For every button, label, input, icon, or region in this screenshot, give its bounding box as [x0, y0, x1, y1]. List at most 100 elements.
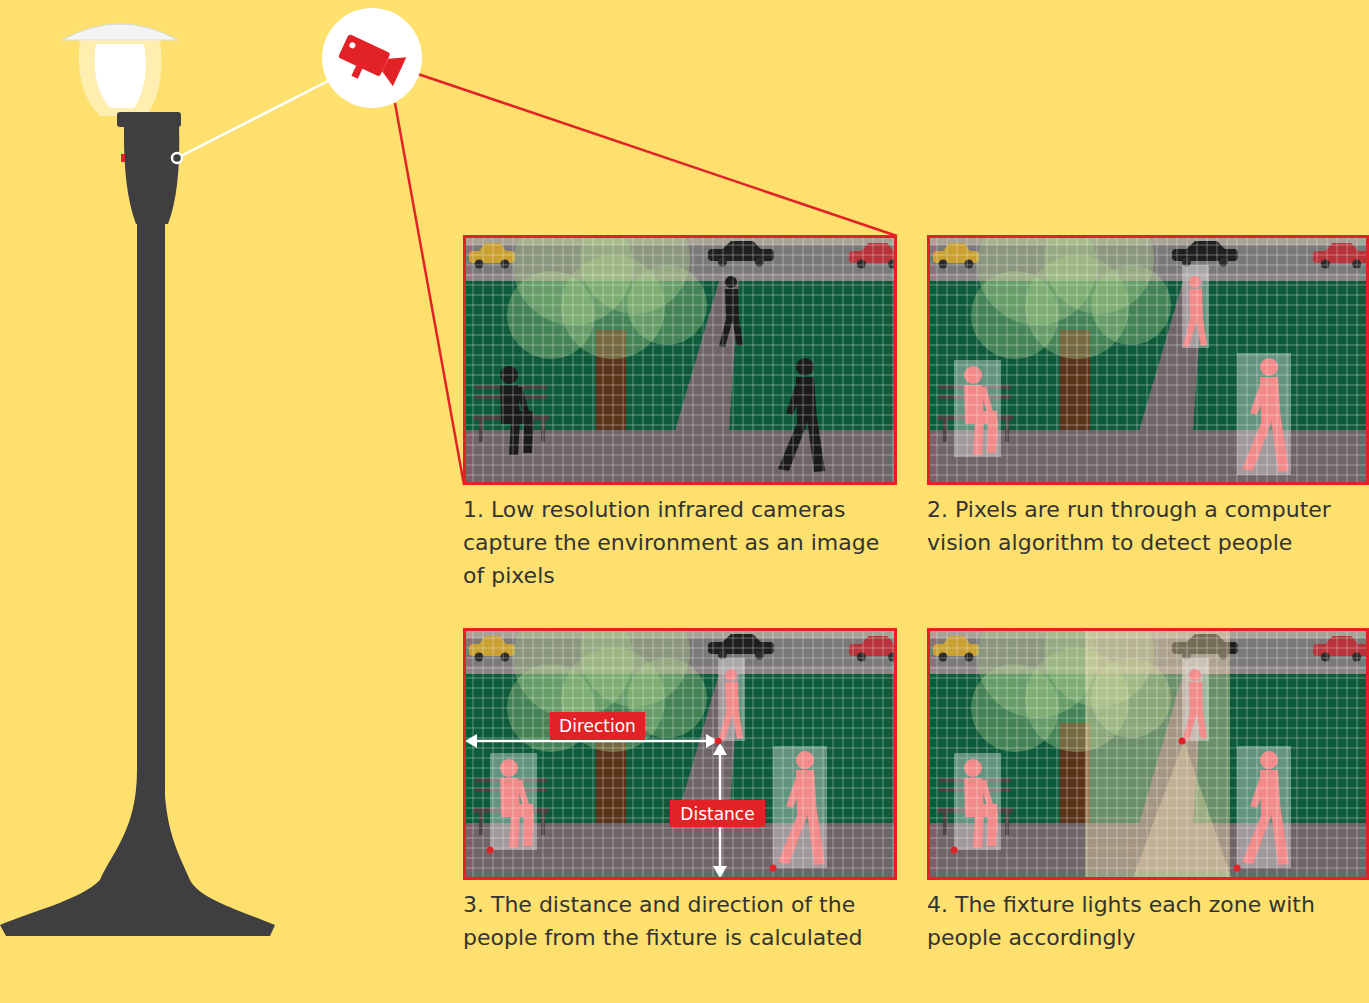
grid-line	[927, 245, 1369, 246]
foot-point	[715, 738, 722, 745]
grid-line	[1117, 628, 1118, 880]
sensor-mark	[121, 154, 125, 162]
grid-line	[463, 245, 897, 246]
grid-line	[927, 285, 1369, 286]
car-wheel	[857, 260, 866, 269]
grid-line	[513, 235, 514, 485]
car-wheel	[964, 653, 973, 662]
grid-line	[1157, 235, 1158, 485]
grid-line	[463, 275, 897, 276]
grid-line	[663, 235, 664, 485]
person-head	[725, 669, 737, 681]
grid-line	[927, 728, 1369, 729]
grid-line	[1057, 235, 1058, 485]
grid-line	[1057, 628, 1058, 880]
step-caption: 2. Pixels are run through a computer vis…	[927, 493, 1367, 559]
grid-line	[553, 235, 554, 485]
grid-line	[463, 335, 897, 336]
grid-line	[713, 235, 714, 485]
grid-line	[823, 235, 824, 485]
grid-line	[1047, 235, 1048, 485]
person-leg	[523, 421, 534, 453]
person-leg	[732, 319, 743, 346]
street-scene	[927, 628, 1369, 880]
grid-line	[927, 455, 1369, 456]
grid-line	[1177, 235, 1178, 485]
arrow-head	[713, 743, 727, 755]
grid-line	[977, 235, 978, 485]
grid-line	[463, 838, 897, 839]
grid-line	[1027, 628, 1028, 880]
grid-line	[927, 818, 1369, 819]
person-head	[1189, 669, 1201, 681]
grid-line	[1087, 628, 1088, 880]
grid-line	[463, 395, 897, 396]
measure-label: Direction	[559, 716, 636, 736]
grid-line	[927, 465, 1369, 466]
grid-line	[463, 385, 897, 386]
pixel-grid	[463, 235, 897, 485]
grid-line	[463, 455, 897, 456]
person-leg	[719, 319, 733, 347]
arrow-head	[465, 734, 477, 748]
car-body	[1313, 251, 1369, 263]
grid-line	[463, 435, 897, 436]
detection-box	[1237, 746, 1291, 868]
scene-panel: 3. The distance and direction of the peo…	[463, 628, 897, 880]
street-scene	[463, 235, 897, 485]
person-leg	[1183, 712, 1197, 740]
grid-line	[927, 678, 1369, 679]
grid-line	[593, 235, 594, 485]
grid-line	[927, 315, 1369, 316]
grid-line	[927, 385, 1369, 386]
person-leg	[1183, 319, 1197, 347]
grid-line	[463, 415, 897, 416]
grid-line	[927, 848, 1369, 849]
grid-line	[1287, 235, 1288, 485]
grid-line	[1127, 235, 1128, 485]
grid-line	[463, 255, 897, 256]
camera-circle	[322, 8, 422, 108]
grid-line	[1167, 628, 1168, 880]
pixel-grid	[927, 628, 1369, 880]
grid-line	[693, 628, 694, 880]
grid-line	[1337, 235, 1338, 485]
grid-line	[883, 628, 884, 880]
grid-line	[463, 868, 897, 869]
grid-line	[663, 628, 664, 880]
grid-line	[743, 235, 744, 485]
grid-line	[483, 235, 484, 485]
grid-line	[563, 235, 564, 485]
person-arm	[515, 387, 529, 413]
camera-icon	[333, 31, 406, 93]
grid-line	[463, 445, 897, 446]
person-arm	[979, 780, 993, 806]
lamp-globe	[79, 40, 162, 116]
grid-line	[1027, 235, 1028, 485]
foot-point	[487, 847, 494, 854]
grid-line	[967, 235, 968, 485]
scene-panel: 1. Low resolution infrared cameras captu…	[463, 235, 897, 485]
grid-line	[463, 748, 897, 749]
camera-lens	[378, 51, 406, 87]
grid-line	[1017, 235, 1018, 485]
grid-line	[523, 235, 524, 485]
person-leg	[987, 421, 998, 453]
grid-line	[997, 628, 998, 880]
grid-line	[927, 395, 1369, 396]
grid-line	[1277, 628, 1278, 880]
grid-line	[1287, 628, 1288, 880]
grid-line	[893, 235, 894, 485]
measure-tag: Direction	[550, 712, 645, 740]
grid-line	[927, 708, 1369, 709]
grid-line	[753, 235, 754, 485]
grid-line	[1327, 235, 1328, 485]
detection-box	[773, 746, 827, 868]
leader-line	[181, 81, 328, 156]
lamp-base	[0, 770, 275, 936]
grid-line	[463, 788, 897, 789]
grid-line	[1167, 235, 1168, 485]
grid-line	[1037, 628, 1038, 880]
car-wheel	[500, 653, 509, 662]
grid-line	[927, 718, 1369, 719]
